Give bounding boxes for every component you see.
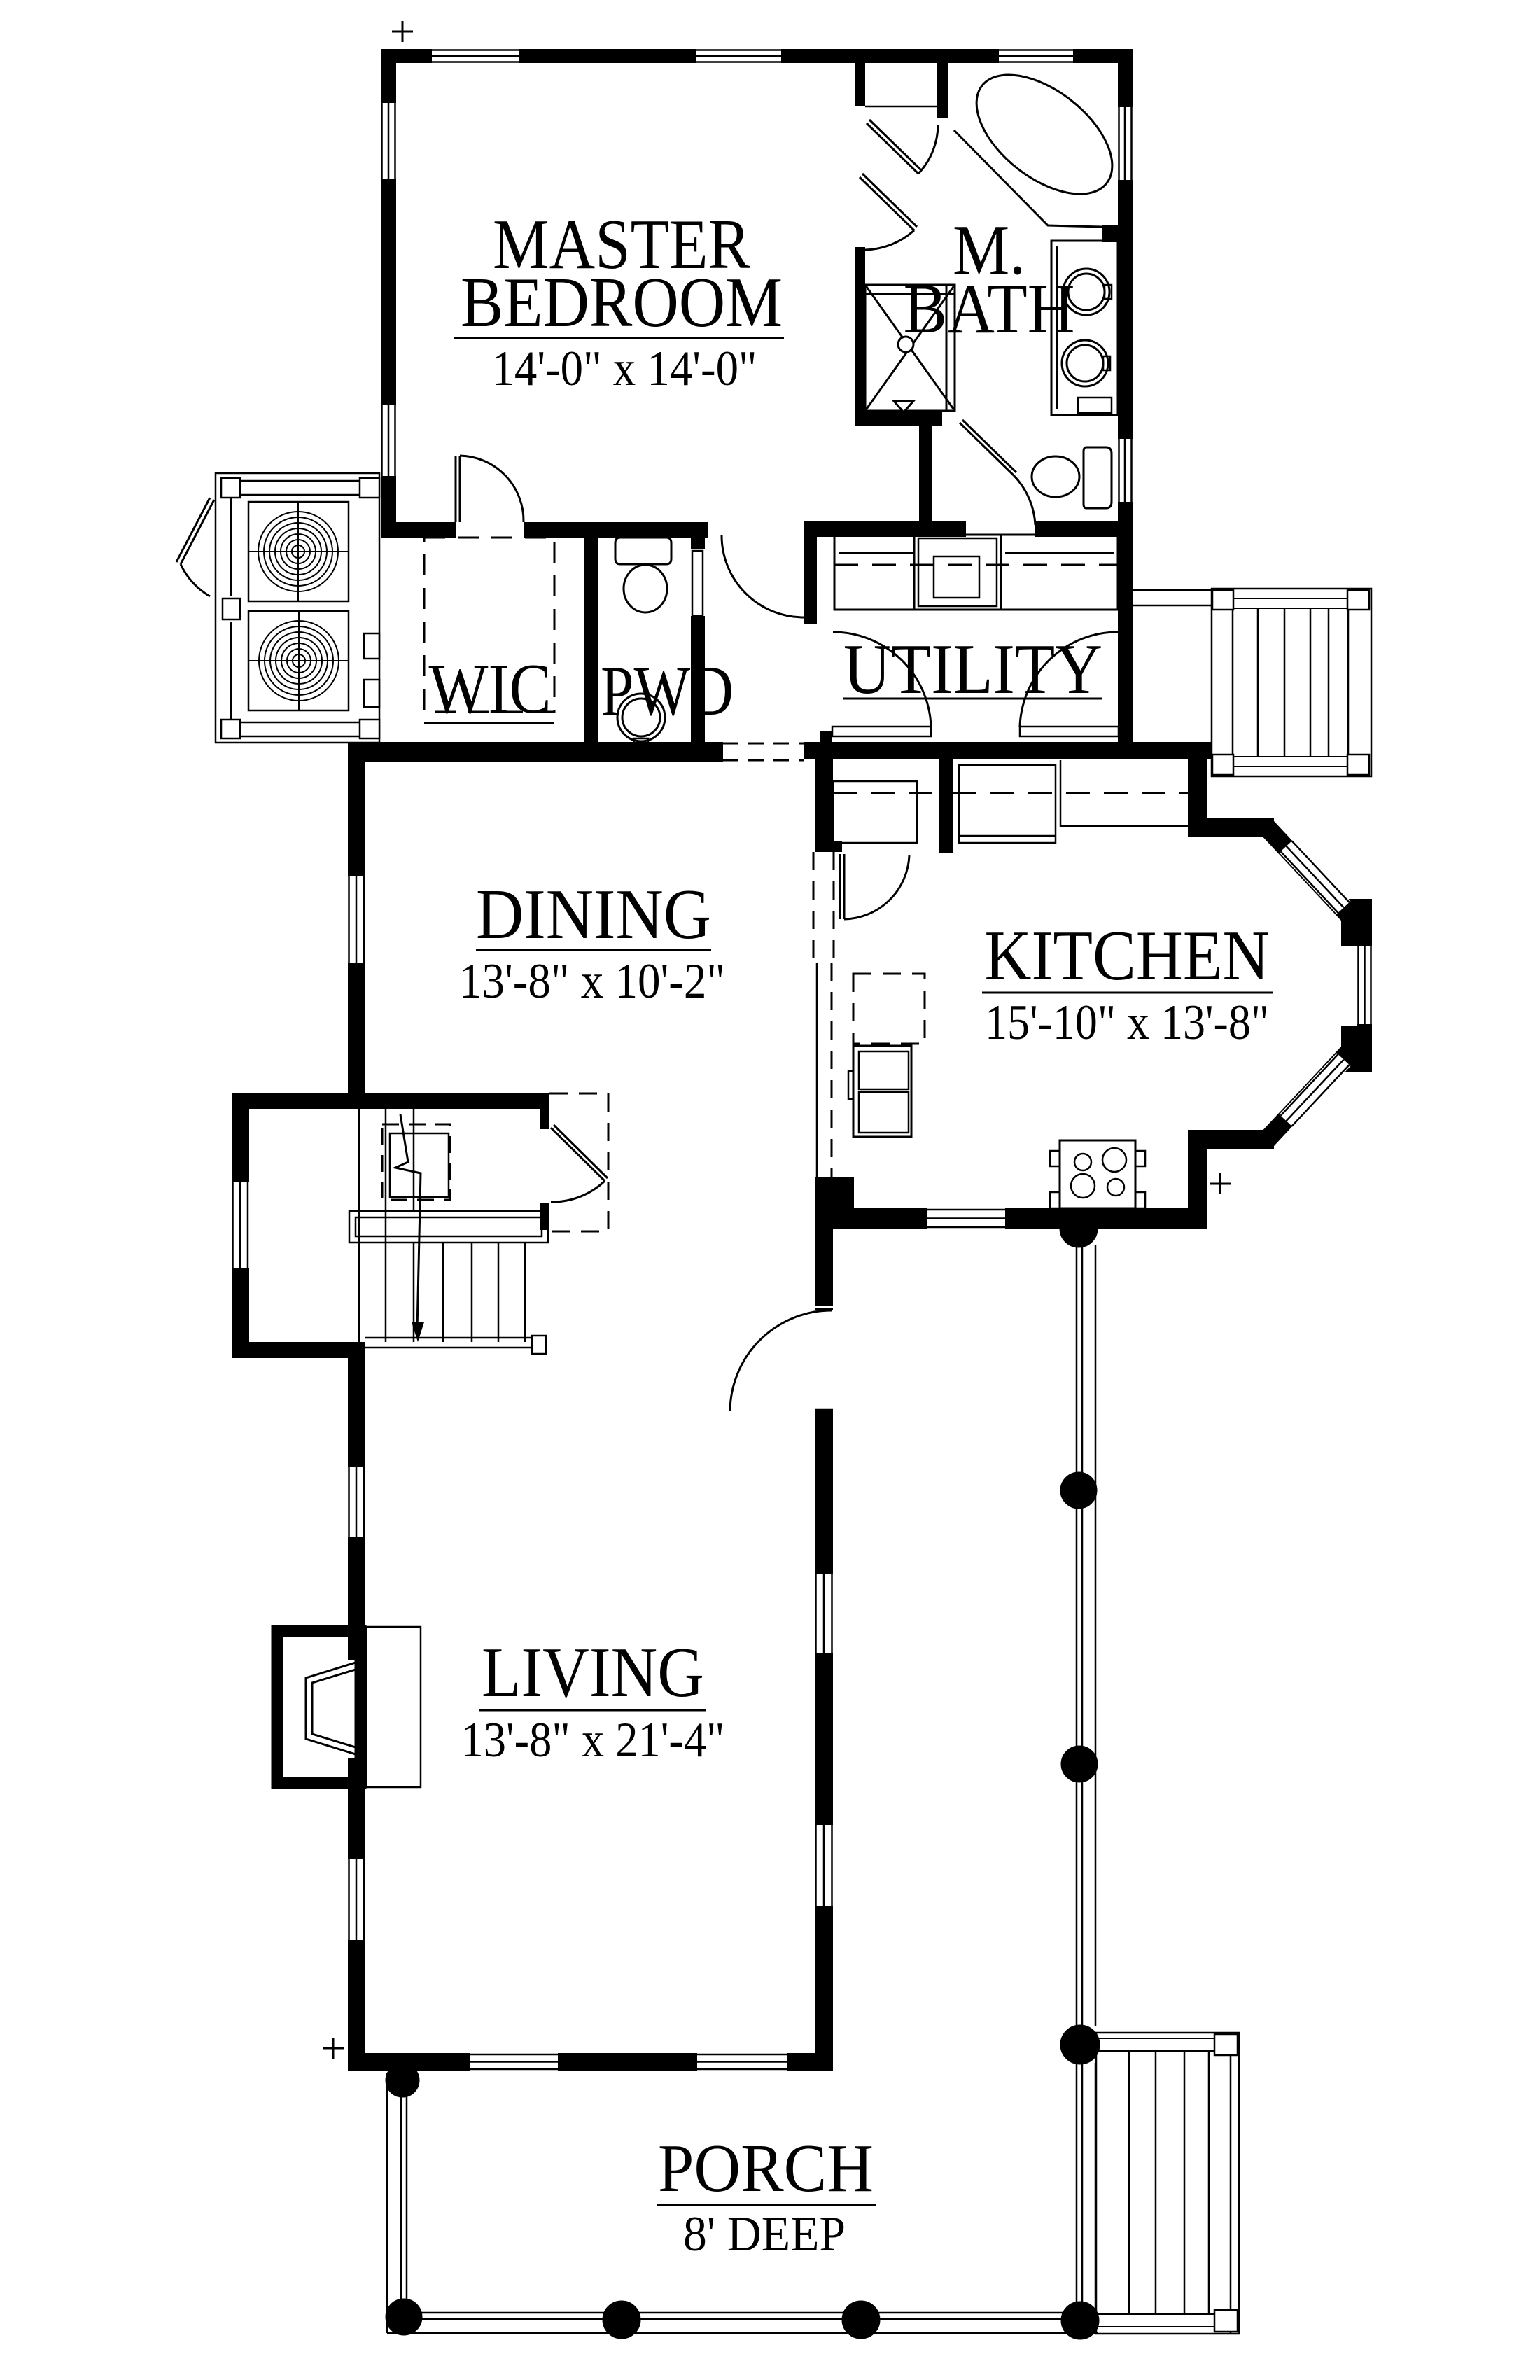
- svg-text:PWD: PWD: [601, 652, 734, 731]
- svg-text:8' DEEP: 8' DEEP: [683, 2207, 846, 2262]
- svg-text:15'-10" x 13'-8": 15'-10" x 13'-8": [985, 995, 1269, 1050]
- svg-text:13'-8" x 21'-4": 13'-8" x 21'-4": [461, 1713, 725, 1768]
- svg-text:LIVING: LIVING: [482, 1633, 704, 1712]
- svg-text:PORCH: PORCH: [658, 2131, 874, 2206]
- svg-text:UTILITY: UTILITY: [844, 630, 1102, 709]
- svg-text:BEDROOM: BEDROOM: [461, 263, 783, 342]
- svg-text:MASTER: MASTER: [493, 205, 750, 284]
- svg-text:M.: M.: [953, 211, 1026, 290]
- svg-text:KITCHEN: KITCHEN: [985, 916, 1270, 995]
- svg-text:DINING: DINING: [476, 875, 711, 954]
- svg-text:BATH: BATH: [904, 270, 1075, 349]
- svg-text:WIC: WIC: [429, 650, 552, 729]
- svg-text:13'-8" x 10'-2": 13'-8" x 10'-2": [459, 954, 725, 1009]
- svg-text:14'-0" x 14'-0": 14'-0" x 14'-0": [492, 342, 757, 396]
